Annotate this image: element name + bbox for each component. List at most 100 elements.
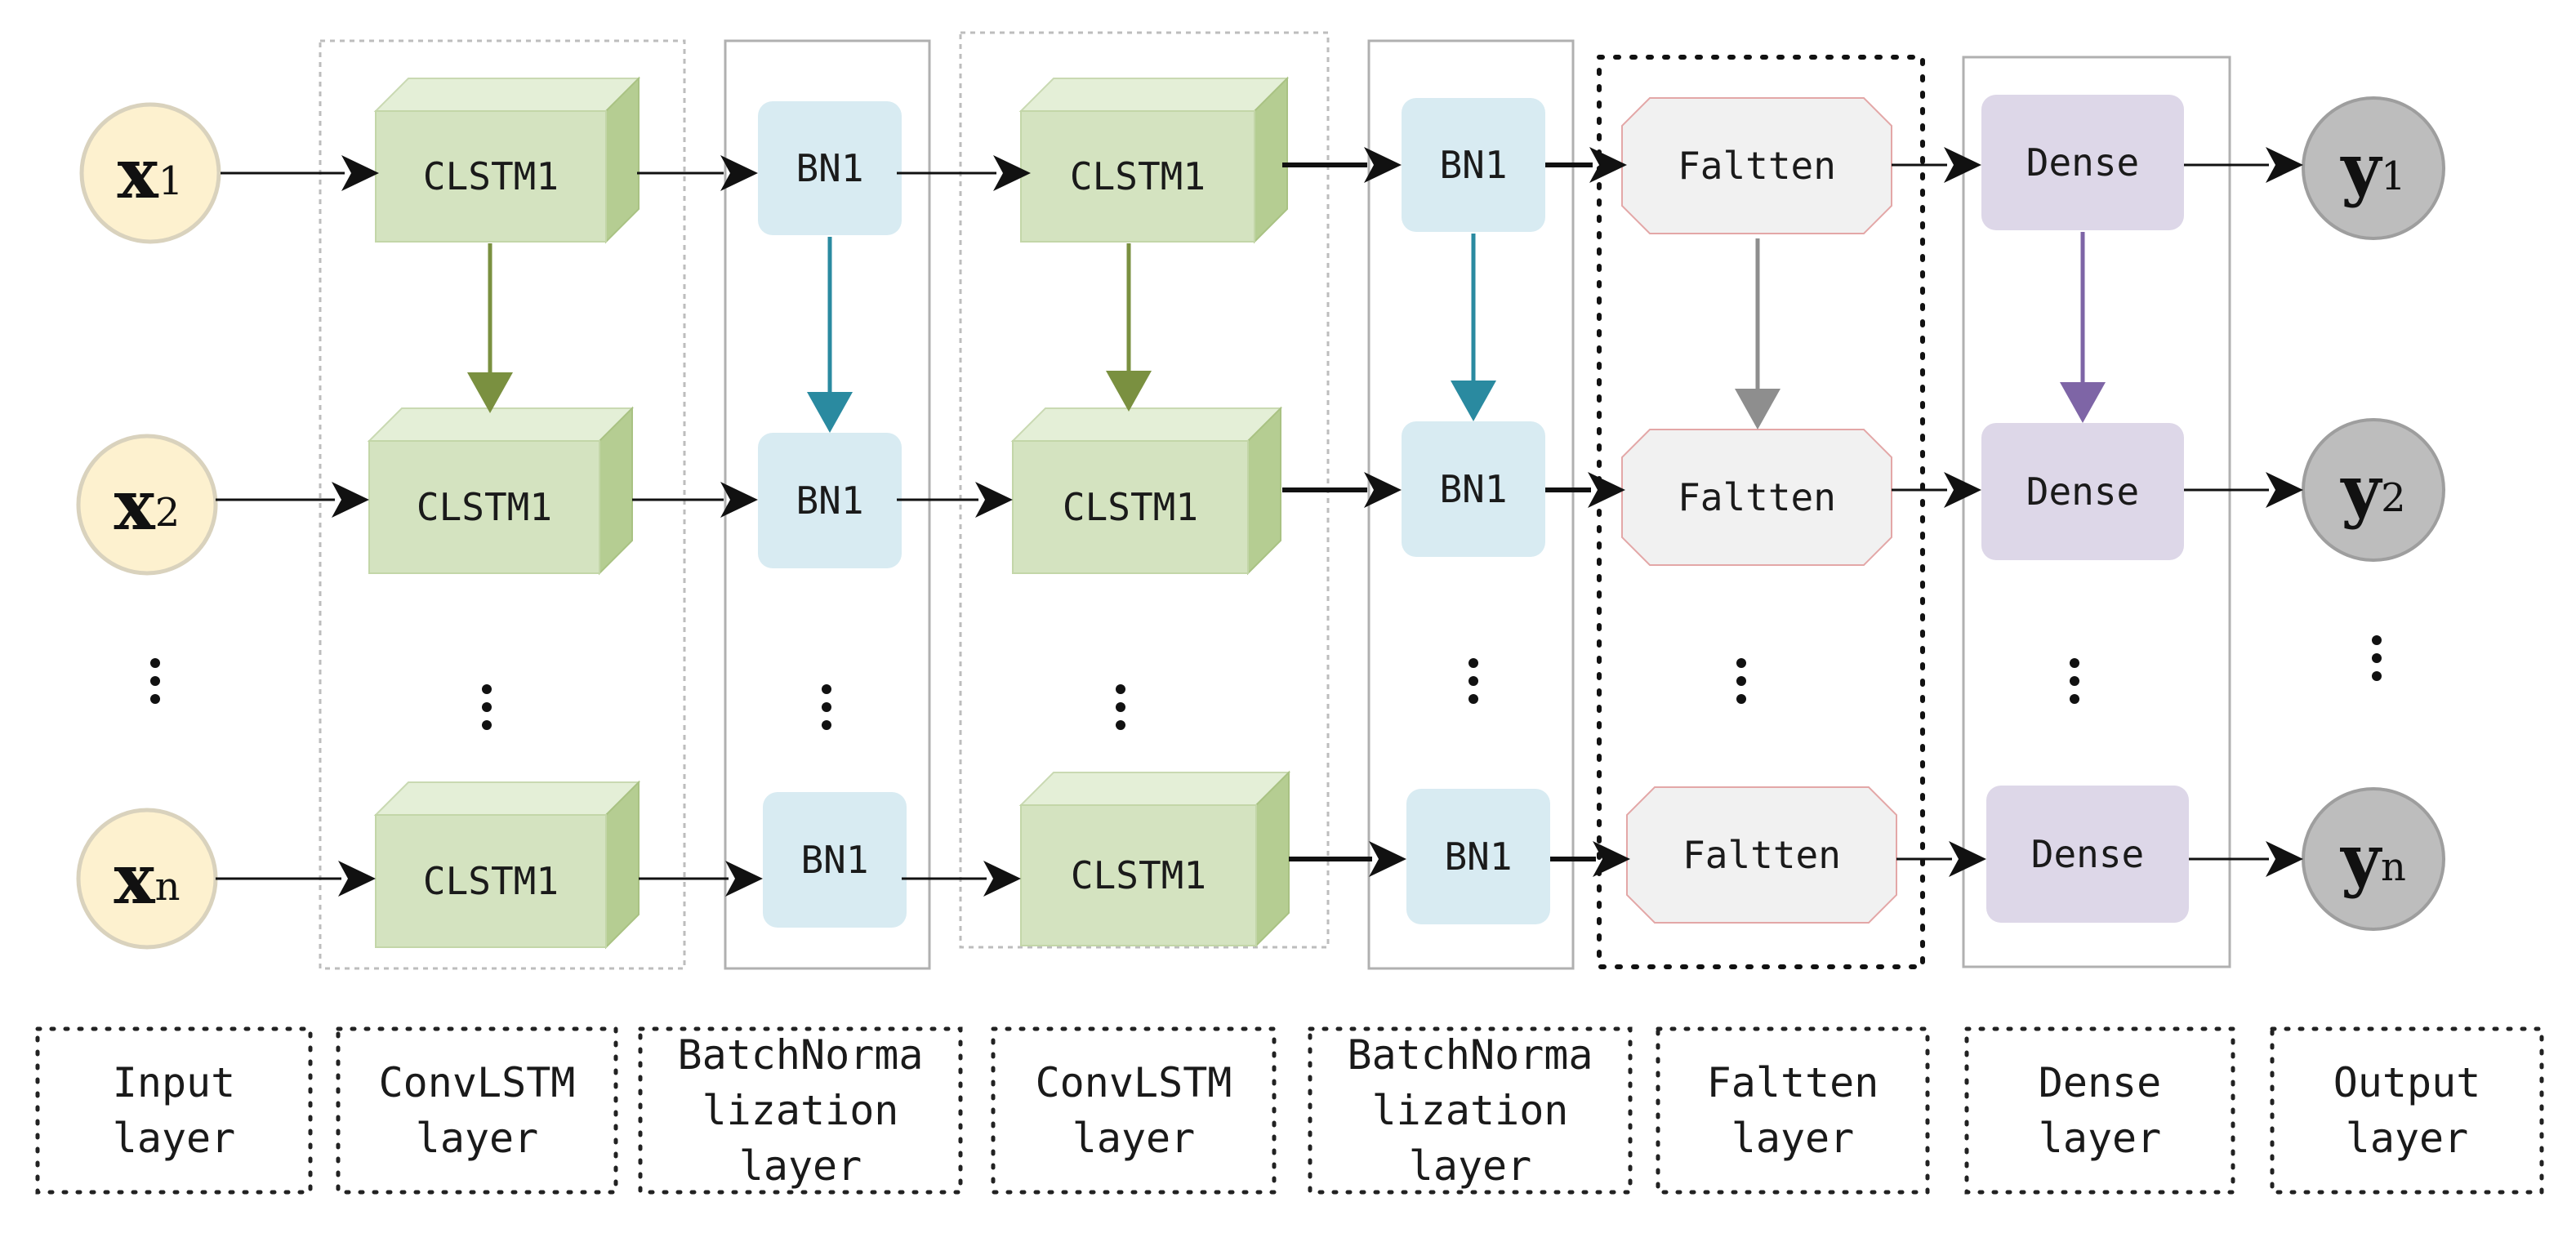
caption-frame [2270, 1026, 2544, 1195]
cube-front-face [375, 814, 607, 948]
bn-node-label: BN1 [796, 479, 863, 523]
row2-arrow-5 [1545, 472, 1625, 508]
row3-arrow-3 [902, 861, 1021, 897]
dense-node-1: Dense [1981, 95, 2184, 230]
arrow-head [720, 482, 758, 518]
dense-node-label: Dense [2026, 470, 2139, 514]
box-shape [1981, 95, 2184, 230]
clstm2-node-2: CLSTM1 [1010, 406, 1283, 576]
svg-text:x2: x2 [114, 465, 180, 545]
row2-arrow-7 [2184, 472, 2303, 508]
arrow-head [1364, 472, 1402, 508]
svg-text:y2: y2 [2339, 450, 2405, 531]
caption-frame [1656, 1026, 1930, 1195]
arrow-head [2266, 841, 2303, 877]
bn-node-label: BN1 [796, 146, 863, 190]
input-symbol: x [114, 465, 156, 545]
output-subscript: 1 [2381, 154, 2406, 199]
dot [1736, 676, 1746, 686]
arrow-head [1593, 841, 1630, 877]
dot [150, 694, 160, 704]
cube-top-face [1018, 772, 1291, 806]
row2-arrow-2 [632, 482, 758, 518]
bn2-node-n: BN1 [1406, 789, 1550, 924]
dense-node-2: Dense [1981, 423, 2184, 560]
arrow-head [1589, 147, 1627, 183]
clstm-label: CLSTM1 [417, 485, 552, 529]
output-node-2: y2 [2302, 418, 2445, 562]
dot [2070, 676, 2079, 686]
dot [2372, 653, 2382, 663]
dot [1736, 694, 1746, 704]
input-subscript: 2 [155, 490, 180, 536]
cube-front-face [375, 110, 607, 243]
input-symbol: x [114, 839, 155, 919]
ellipsis-4 [1116, 684, 1125, 730]
arrow-head [1944, 472, 1981, 508]
caption-frame [1308, 1026, 1633, 1195]
caption-frame [638, 1026, 963, 1195]
flatten-frame [1597, 55, 1925, 969]
caption-line: layer [739, 1142, 862, 1190]
flatten-label: Faltten [1678, 144, 1836, 188]
arrow-head [332, 482, 369, 518]
caption-frame [1964, 1026, 2235, 1195]
clstm-label: CLSTM1 [1063, 485, 1198, 529]
input-node-n: xn [76, 808, 218, 950]
row2-arrow-4 [1282, 472, 1402, 508]
box-shape [1986, 786, 2189, 923]
batchnorm-frame-1 [724, 39, 931, 970]
flatten-label: Faltten [1682, 833, 1841, 877]
arrow-head [467, 372, 513, 413]
cube-front-face [1020, 804, 1257, 946]
clstm-label: CLSTM1 [1070, 154, 1206, 198]
dense-node-label: Dense [2026, 140, 2139, 185]
arrow-head [1588, 472, 1625, 508]
dense-node-label: Dense [2031, 832, 2144, 876]
arrow-head [2266, 147, 2303, 183]
ellipsis-3 [822, 684, 831, 730]
clstm-label: CLSTM1 [1071, 853, 1206, 897]
dot [822, 720, 831, 730]
clstm-node-n: CLSTM1 [373, 780, 641, 950]
dense-frame [1962, 56, 2231, 968]
convlstm-frame-1 [319, 39, 686, 970]
caption-line: layer [416, 1115, 539, 1162]
row1-arrow-2 [637, 155, 758, 191]
svg-text:y1: y1 [2339, 128, 2405, 209]
dot [2372, 671, 2382, 681]
row3-arrow-2 [639, 861, 763, 897]
cube-front-face [1012, 440, 1249, 574]
row3-arrow-4 [1289, 841, 1406, 877]
dense-down-arrow [2060, 232, 2106, 423]
dot [150, 658, 160, 668]
row1-arrow-3 [897, 155, 1031, 191]
caption-line: BatchNorma [677, 1031, 923, 1079]
input-node-1: x1 [79, 102, 221, 244]
bn-down-arrow [807, 237, 853, 433]
row1-arrow-4 [1282, 147, 1402, 183]
svg-text:xn: xn [114, 839, 180, 919]
dot [1468, 694, 1478, 704]
flatten-label: Faltten [1678, 475, 1836, 519]
output-nodes: y1 y2 yn [2302, 96, 2445, 931]
clstm-node-1: CLSTM1 [373, 76, 641, 244]
octagon-shape [1626, 786, 1897, 924]
row1-arrow-7 [2184, 147, 2303, 183]
clstm2-node-1: CLSTM1 [1018, 76, 1290, 244]
cube-front-face [368, 440, 600, 574]
caption-line: layer [1731, 1115, 1855, 1162]
input-symbol: x [118, 133, 159, 214]
output-symbol: y [2339, 128, 2382, 209]
output-symbol: y [2339, 819, 2382, 900]
cube-top-face [367, 407, 635, 442]
ellipsis-1 [150, 658, 160, 704]
arrow-head [1106, 371, 1152, 412]
caption-line: Dense [2039, 1059, 2162, 1106]
ellipsis-6 [1736, 658, 1746, 704]
flatten-node-1: Faltten [1621, 97, 1892, 234]
